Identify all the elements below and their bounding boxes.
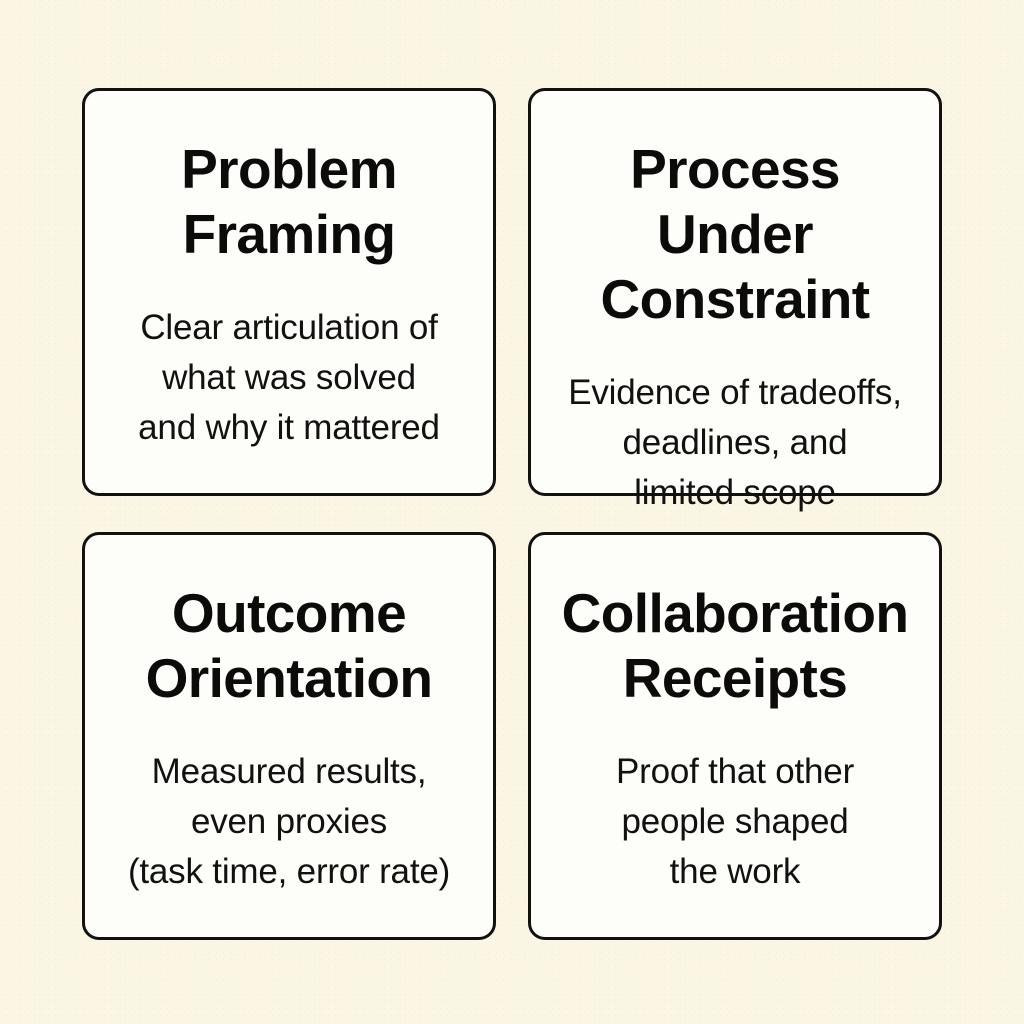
card-title: Outcome Orientation: [145, 582, 433, 709]
card-body: Measured results, even proxies (task tim…: [127, 752, 451, 891]
criteria-card-grid: Problem Framing Clear articulation of wh…: [82, 88, 942, 940]
card-collaboration-receipts[interactable]: Collaboration Receipts Proof that other …: [528, 532, 942, 940]
card-process-under-constraint[interactable]: Process Under Constraint Evidence of tra…: [528, 88, 942, 512]
card-title: Process Under Constraint: [600, 138, 870, 330]
card-body: Clear articulation of what was solved an…: [138, 308, 440, 447]
card-outcome-orientation[interactable]: Outcome Orientation Measured results, ev…: [82, 532, 496, 940]
card-title: Collaboration Receipts: [561, 582, 909, 709]
card-title: Problem Framing: [181, 138, 397, 265]
card-body: Proof that other people shaped the work: [615, 752, 855, 891]
card-body: Evidence of tradeoffs, deadlines, and li…: [568, 373, 902, 512]
card-problem-framing[interactable]: Problem Framing Clear articulation of wh…: [82, 88, 496, 496]
